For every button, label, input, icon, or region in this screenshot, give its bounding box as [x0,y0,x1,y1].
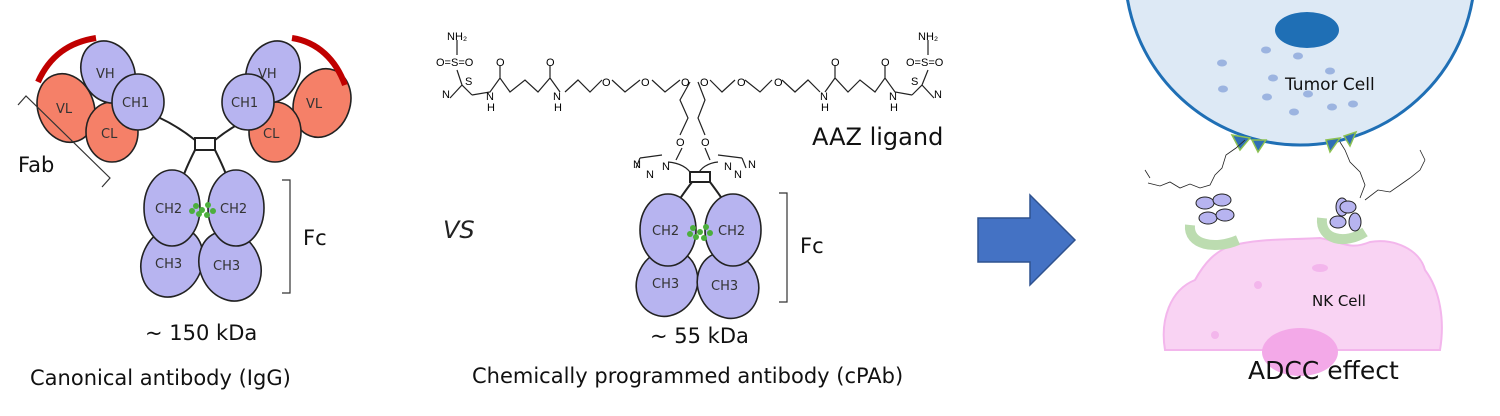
adcc-illustration: Tumor Cell NK Cell ADCC effect [1126,0,1474,385]
atom-label: S [911,76,918,88]
atom-label: N [442,89,450,101]
atom-label: O [676,137,685,149]
cpab-antibody: NH₂ O=S=O S N N H O O N H O O O O N N N … [436,31,944,388]
vl-label: VL [56,102,73,117]
cpab-mass: ~ 55 kDa [650,324,749,348]
atom-label: O [831,57,840,69]
vh-label: VH [258,67,277,82]
arrow-right-icon [977,193,1077,287]
ch1-domain-right [221,73,275,131]
atom-label: N [748,159,756,171]
atom-label: N [934,89,942,101]
vl-label: VL [306,97,323,112]
fc-label: Fc [800,234,824,258]
nk-nucleus [1262,328,1338,376]
fc-bracket [282,179,291,294]
nk-cell [1162,236,1443,351]
atom-label: N [553,91,561,103]
adcc-caption: ADCC effect [1248,356,1399,385]
nk-cell-label: NK Cell [1312,292,1366,310]
atom-label: N [820,91,828,103]
atom-label: N [734,169,742,181]
hinge-disulfide [689,171,711,183]
vl-domain-left [36,72,96,144]
vs-label: VS [443,216,475,244]
ch1-domain-left [111,73,165,131]
tumor-cell-label: Tumor Cell [1284,75,1375,95]
igg-caption: Canonical antibody (IgG) [30,366,291,390]
atom-label: NH₂ [918,31,938,43]
atom-label: N [486,91,494,103]
ch2-domain [704,193,762,267]
atom-label: O [737,77,746,89]
atom-label: H [487,102,495,114]
tumor-antigen [1230,130,1358,154]
ch2-domain [639,193,697,267]
atom-label: H [554,102,562,114]
cl-label: CL [263,127,280,142]
atom-label: O [774,77,783,89]
atom-label: O=S=O [436,57,474,69]
cpab-bound [1144,139,1246,250]
fab-label: Fab [18,153,54,177]
atom-label: H [821,102,829,114]
atom-label: S [465,76,472,88]
atom-label: N [662,161,670,173]
atom-label: N [724,161,732,173]
ch2-label: CH2 [220,202,247,217]
ch3-label: CH3 [711,279,738,294]
atom-label: O [641,77,650,89]
ch2-label: CH2 [718,224,745,239]
ch1-label: CH1 [231,96,258,111]
ch2-label: CH2 [652,224,679,239]
atom-label: O [602,77,611,89]
fc-bracket [779,192,788,303]
atom-label: H [890,102,898,114]
ch2-label: CH2 [155,202,182,217]
igg-mass: ~ 150 kDa [145,321,257,345]
igg-antibody: VH VL CH1 CL VH VL CH1 CL CH2 CH2 CH3 CH… [17,35,352,390]
aaz-ligand-label: AAZ ligand [812,123,943,151]
atom-label: N [889,91,897,103]
glycans [687,224,713,241]
tumor-nucleus [1275,12,1339,48]
ch3-label: CH3 [213,259,240,274]
atom-label: O [546,57,555,69]
atom-label: O [496,57,505,69]
ch1-label: CH1 [122,96,149,111]
cpab-caption: Chemically programmed antibody (cPAb) [472,364,903,388]
cpab-bound [1316,141,1426,245]
tumor-cell [1126,0,1474,147]
atom-label: O [881,57,890,69]
fc-label: Fc [303,226,327,250]
atom-label: O [701,137,710,149]
ch3-label: CH3 [652,277,679,292]
atom-label: O [700,77,709,89]
antigen-binding-site-left [35,35,97,84]
atom-label: O=S=O [906,57,944,69]
atom-label: O [681,77,690,89]
fc-receptor [1316,217,1368,245]
glycans [189,202,216,218]
fab-bracket [17,95,111,188]
antigen-binding-site-right [291,35,348,87]
atom-label: NH₂ [447,31,467,43]
vh-label: VH [96,67,115,82]
vl-domain-right [292,67,352,139]
atom-label: N [646,169,654,181]
cl-label: CL [101,127,118,142]
ch3-label: CH3 [155,257,182,272]
hinge-disulfide [194,137,216,151]
fc-receptor [1185,224,1240,250]
